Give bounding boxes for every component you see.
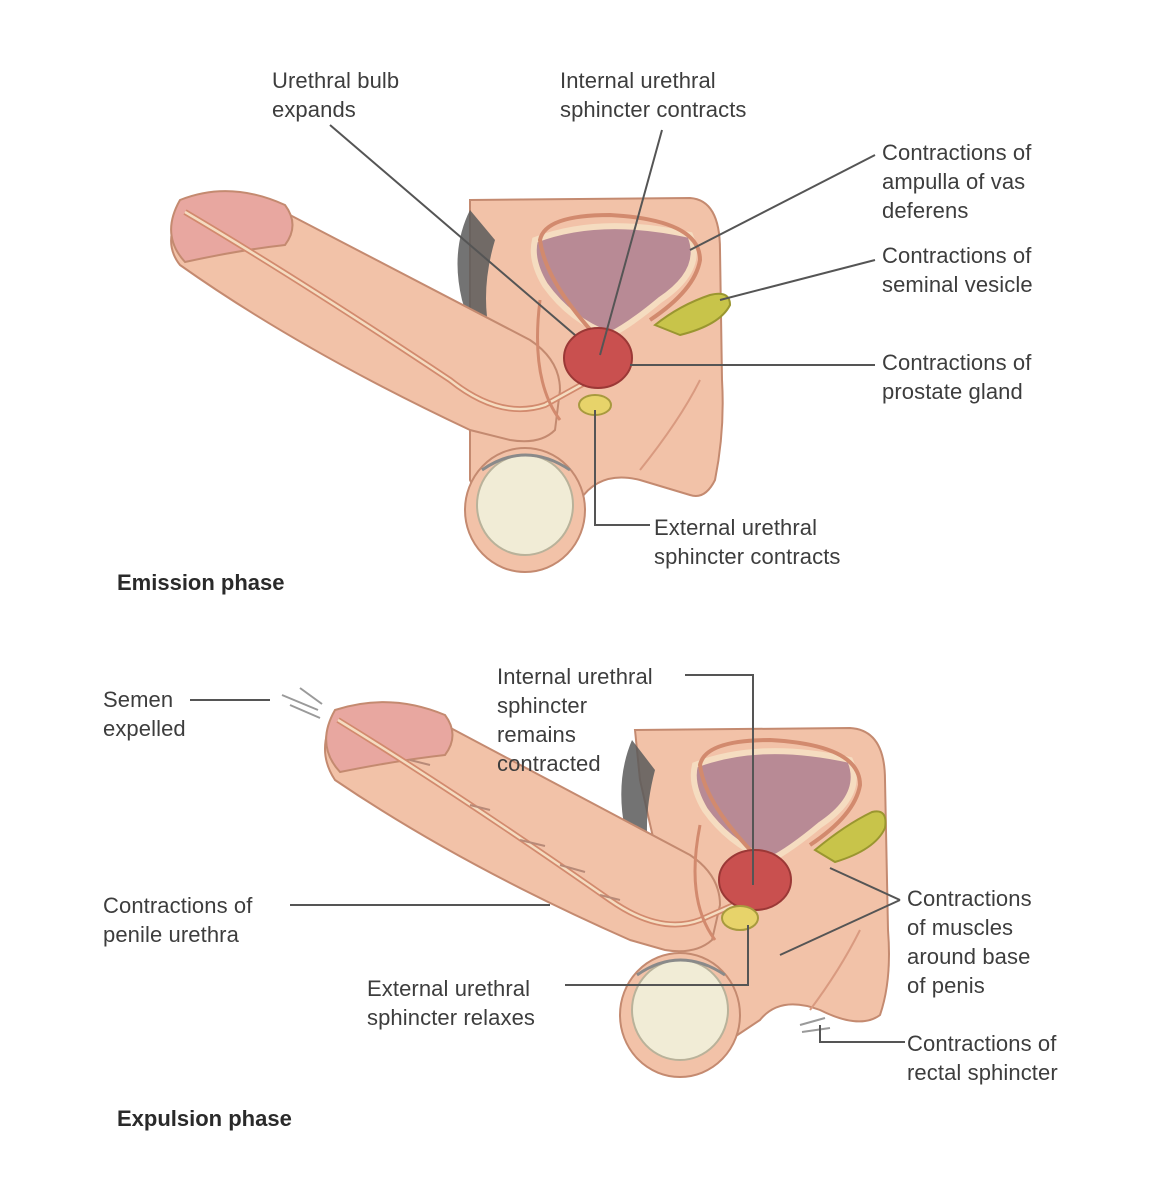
label-penile-urethra-contractions: Contractions of penile urethra bbox=[103, 893, 253, 947]
rectal-marks bbox=[799, 1017, 831, 1033]
expulsion-leader-lines bbox=[190, 674, 905, 1043]
seminal-vesicle bbox=[653, 292, 732, 337]
expulsion-panel: Semen expelled Internal urethral sphinct… bbox=[0, 600, 1168, 1200]
emission-phase-title: Emission phase bbox=[117, 570, 285, 595]
buttock-curve bbox=[639, 379, 701, 471]
label-external-sphincter-relaxes: External urethral sphincter relaxes bbox=[367, 976, 535, 1030]
emission-illustration bbox=[170, 124, 876, 573]
label-rectal-sphincter-contractions: Contractions of rectal sphincter bbox=[907, 1031, 1058, 1085]
label-internal-sphincter-contracts: Internal urethral sphincter contracts bbox=[560, 68, 747, 122]
urethra-contraction-marks bbox=[409, 759, 621, 901]
label-urethral-bulb: Urethral bulb expands bbox=[272, 68, 400, 122]
semen-droplets bbox=[281, 687, 323, 719]
testis bbox=[476, 454, 574, 556]
expulsion-phase-title: Expulsion phase bbox=[117, 1106, 292, 1131]
glans bbox=[325, 701, 454, 774]
label-prostate-contractions: Contractions of prostate gland bbox=[882, 350, 1032, 404]
emission-leader-lines bbox=[329, 124, 876, 526]
prostate-gland bbox=[563, 327, 633, 389]
vas-deferens bbox=[697, 737, 863, 862]
glans bbox=[170, 190, 294, 264]
emission-panel: Urethral bulb expands Internal urethral … bbox=[117, 68, 1033, 595]
expulsion-illustration bbox=[190, 674, 905, 1078]
label-external-sphincter-contracts: External urethral sphincter contracts bbox=[654, 515, 841, 569]
vas-deferens bbox=[537, 212, 703, 337]
label-semen-expelled: Semen expelled bbox=[103, 687, 186, 741]
urethral-bulb bbox=[721, 905, 759, 931]
label-base-muscles-contractions: Contractions of muscles around base of p… bbox=[907, 886, 1032, 998]
testis bbox=[631, 959, 729, 1061]
prostate-gland bbox=[718, 849, 792, 911]
label-seminal-vesicle-contractions: Contractions of seminal vesicle bbox=[882, 243, 1033, 297]
seminal-vesicle bbox=[813, 810, 887, 864]
label-ampulla-contractions: Contractions of ampulla of vas deferens bbox=[882, 140, 1032, 223]
buttock-curve bbox=[809, 929, 861, 1011]
label-internal-sphincter-remains-contracted: Internal urethral sphincter remains cont… bbox=[497, 664, 653, 776]
